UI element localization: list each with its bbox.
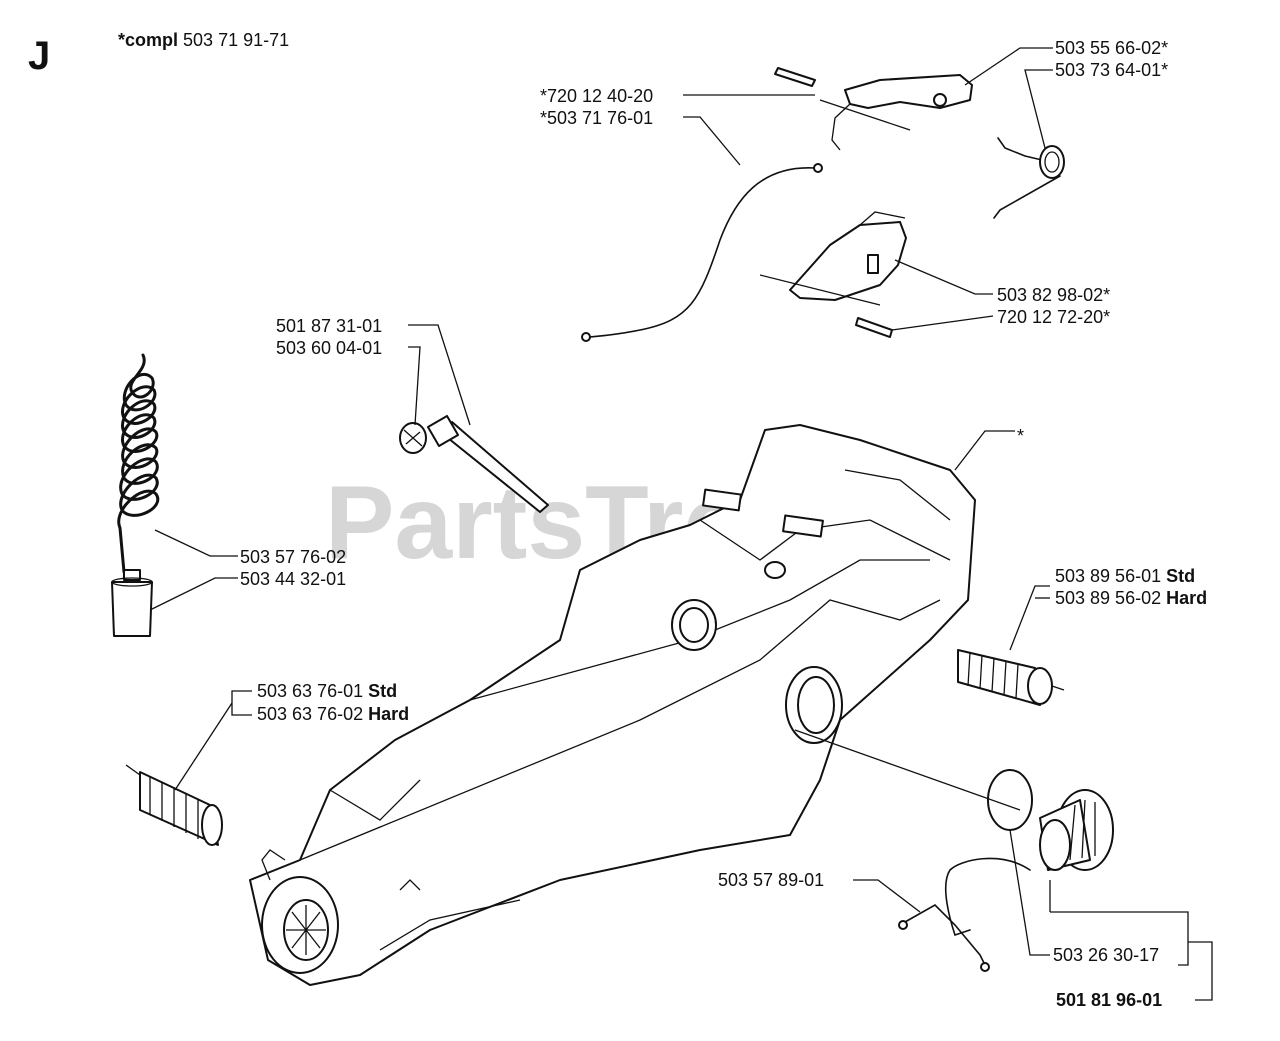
av-right-hard-suffix: Hard bbox=[1166, 588, 1207, 608]
av-spring-left bbox=[125, 764, 223, 846]
label-cap-oring: 503 26 30-17 bbox=[1053, 945, 1159, 965]
av-right-std-number: 503 89 56-01 bbox=[1055, 566, 1161, 586]
oil-cap-oring bbox=[987, 769, 1033, 831]
label-av-right-hard: 503 89 56-02 Hard bbox=[1055, 588, 1207, 608]
leader-lines bbox=[149, 47, 1213, 1001]
av-right-hard-number: 503 89 56-02 bbox=[1055, 588, 1161, 608]
oil-cap bbox=[1039, 789, 1114, 871]
av-left-std-number: 503 63 76-01 bbox=[257, 681, 363, 701]
throttle-trigger bbox=[819, 74, 973, 151]
fuel-hose bbox=[117, 353, 160, 574]
label-av-right-std: 503 89 56-01 Std bbox=[1055, 566, 1195, 586]
label-throttle-trigger: 503 55 66-02* bbox=[1055, 38, 1168, 58]
label-handle-asterisk: * bbox=[1017, 426, 1024, 446]
compl-number: 503 71 91-71 bbox=[183, 30, 289, 50]
oil-filter bbox=[399, 422, 427, 454]
label-oil-filter-tube: 501 87 31-01 bbox=[276, 316, 382, 336]
av-left-std-suffix: Std bbox=[368, 681, 397, 701]
label-av-left-hard: 503 63 76-02 Hard bbox=[257, 704, 409, 724]
label-av-left-std: 503 63 76-01 Std bbox=[257, 681, 397, 701]
label-fuel-filter: 503 44 32-01 bbox=[240, 569, 346, 589]
oil-filter-tube bbox=[426, 414, 549, 513]
av-spring-right bbox=[957, 649, 1065, 706]
throttle-cable bbox=[581, 163, 823, 342]
compl-prefix: *compl bbox=[118, 30, 178, 50]
tank-housing bbox=[249, 424, 976, 986]
trigger-spring bbox=[993, 137, 1065, 219]
fuel-filter bbox=[111, 569, 153, 637]
lockout-lever bbox=[759, 211, 907, 306]
label-cap-strap: 503 57 89-01 bbox=[718, 870, 824, 890]
label-trigger-pin: *720 12 40-20 bbox=[540, 86, 653, 106]
av-right-std-suffix: Std bbox=[1166, 566, 1195, 586]
label-trigger-spring: 503 73 64-01* bbox=[1055, 60, 1168, 80]
label-throttle-cable: *503 71 76-01 bbox=[540, 108, 653, 128]
av-left-hard-suffix: Hard bbox=[368, 704, 409, 724]
label-fuel-hose: 503 57 76-02 bbox=[240, 547, 346, 567]
trigger-pin bbox=[774, 67, 816, 87]
oil-cap-strap bbox=[898, 857, 1031, 972]
compl-label: *compl 503 71 91-71 bbox=[118, 30, 289, 50]
section-letter: J bbox=[28, 34, 50, 78]
label-cap-kit: 501 81 96-01 bbox=[1056, 990, 1162, 1010]
lever-pin bbox=[855, 317, 893, 338]
label-lever-pin: 720 12 72-20* bbox=[997, 307, 1110, 327]
av-left-hard-number: 503 63 76-02 bbox=[257, 704, 363, 724]
label-choke-lever: 503 82 98-02* bbox=[997, 285, 1110, 305]
label-oil-filter: 503 60 04-01 bbox=[276, 338, 382, 358]
